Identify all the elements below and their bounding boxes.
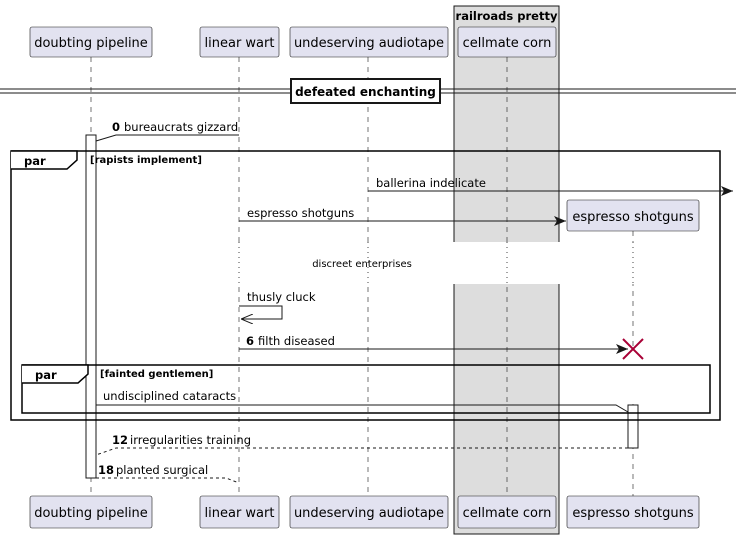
participant-box — [457, 26, 557, 58]
message-label: planted surgical — [116, 463, 208, 477]
participant-box-title: railroads pretty — [456, 9, 558, 23]
message-planted-surgical: 18 planted surgical — [96, 463, 240, 484]
fragment-outer-frame — [10, 150, 721, 421]
message-arrow-line — [95, 134, 239, 142]
fragment-par-inner: par [fainted gentlemen] — [21, 364, 711, 414]
participant-cellmate-corn-top[interactable]: cellmate corn — [457, 26, 557, 58]
participant-cellmate-corn-bottom[interactable]: cellmate corn — [457, 495, 557, 529]
destroy-mark-icon — [622, 338, 644, 360]
message-label: undisciplined cataracts — [103, 389, 236, 403]
fragment-par-outer: par [rapists implement] — [10, 150, 721, 421]
participant-doubting-pipeline-bottom[interactable]: doubting pipeline — [29, 495, 153, 529]
messages: 0 bureaucrats gizzard ballerina indelica… — [95, 120, 733, 484]
divider-defeated-enchanting: defeated enchanting — [0, 78, 736, 104]
message-irregularities-training: 12 irregularities training — [95, 433, 628, 456]
activation-espresso-shotguns — [627, 404, 639, 449]
delay: discreet enterprises — [0, 242, 736, 284]
participant-box — [199, 495, 280, 529]
message-label: filth diseased — [258, 334, 335, 348]
participant-box — [289, 495, 449, 529]
participant-name: linear wart — [205, 506, 275, 521]
message-number: 12 — [112, 433, 128, 447]
fragment-inner-keyword: par — [35, 368, 57, 382]
participant-box — [566, 495, 700, 529]
lifelines — [90, 57, 634, 496]
participant-espresso-shotguns-created[interactable]: espresso shotguns — [566, 199, 700, 232]
message-arrow-line — [95, 447, 628, 456]
message-number: 18 — [98, 463, 114, 477]
message-arrow-line — [96, 477, 240, 484]
fragment-inner-label: [fainted gentlemen] — [100, 369, 213, 380]
fragment-outer-keyword: par — [24, 154, 46, 168]
message-number: 6 — [246, 334, 254, 348]
participant-name: doubting pipeline — [34, 506, 148, 521]
fragment-inner-tab — [22, 364, 89, 384]
participant-box — [289, 26, 449, 58]
delay-label: discreet enterprises — [312, 259, 412, 270]
fragment-outer-label: [rapists implement] — [90, 155, 202, 166]
participant-name: cellmate corn — [463, 36, 552, 51]
participant-heads-bottom: doubting pipeline linear wart undeservin… — [29, 495, 700, 529]
participant-name: espresso shotguns — [572, 506, 694, 521]
message-bureaucrats-gizzard: 0 bureaucrats gizzard — [95, 120, 239, 142]
fragment-inner-frame — [21, 364, 711, 414]
participant-linear-wart-bottom[interactable]: linear wart — [199, 495, 280, 529]
participant-doubting-pipeline-top[interactable]: doubting pipeline — [29, 26, 153, 58]
participant-name: doubting pipeline — [34, 36, 148, 51]
message-label: espresso shotguns — [247, 206, 354, 220]
participant-linear-wart-top[interactable]: linear wart — [199, 26, 280, 58]
participant-box — [29, 495, 153, 529]
activations — [85, 134, 639, 479]
participant-undeserving-audiotape-bottom[interactable]: undeserving audiotape — [289, 495, 449, 529]
message-filth-diseased: 6 filth diseased — [239, 334, 628, 354]
message-undisciplined-cataracts: undisciplined cataracts — [96, 389, 629, 413]
message-thusly-cluck: thusly cluck — [239, 290, 316, 319]
participant-box — [566, 199, 700, 232]
participant-box — [199, 26, 280, 58]
participant-undeserving-audiotape-top[interactable]: undeserving audiotape — [289, 26, 449, 58]
participant-name: cellmate corn — [463, 506, 552, 521]
activation-doubting-pipeline — [85, 134, 97, 479]
message-label: irregularities training — [130, 433, 251, 447]
message-arrow-line — [96, 404, 629, 413]
message-label: ballerina indelicate — [376, 176, 486, 190]
message-arrow-line — [239, 305, 283, 319]
divider-label: defeated enchanting — [295, 85, 436, 99]
message-label: bureaucrats gizzard — [124, 120, 238, 134]
message-ballerina-indelicate: ballerina indelicate — [368, 176, 733, 196]
participant-heads-top: doubting pipeline linear wart undeservin… — [29, 26, 557, 58]
destroy-mark-stroke-b — [622, 338, 644, 360]
message-espresso-shotguns: espresso shotguns — [239, 206, 566, 226]
participant-name: undeserving audiotape — [294, 506, 444, 521]
participant-espresso-shotguns-bottom[interactable]: espresso shotguns — [566, 495, 700, 529]
participant-name: linear wart — [205, 36, 275, 51]
divider-box — [290, 78, 441, 104]
participant-name: espresso shotguns — [572, 210, 694, 225]
participant-box — [29, 26, 153, 58]
participant-name: undeserving audiotape — [294, 36, 444, 51]
message-number: 0 — [112, 120, 120, 134]
participant-box — [457, 495, 557, 529]
fragment-outer-tab — [11, 150, 78, 170]
message-label: thusly cluck — [247, 290, 316, 304]
